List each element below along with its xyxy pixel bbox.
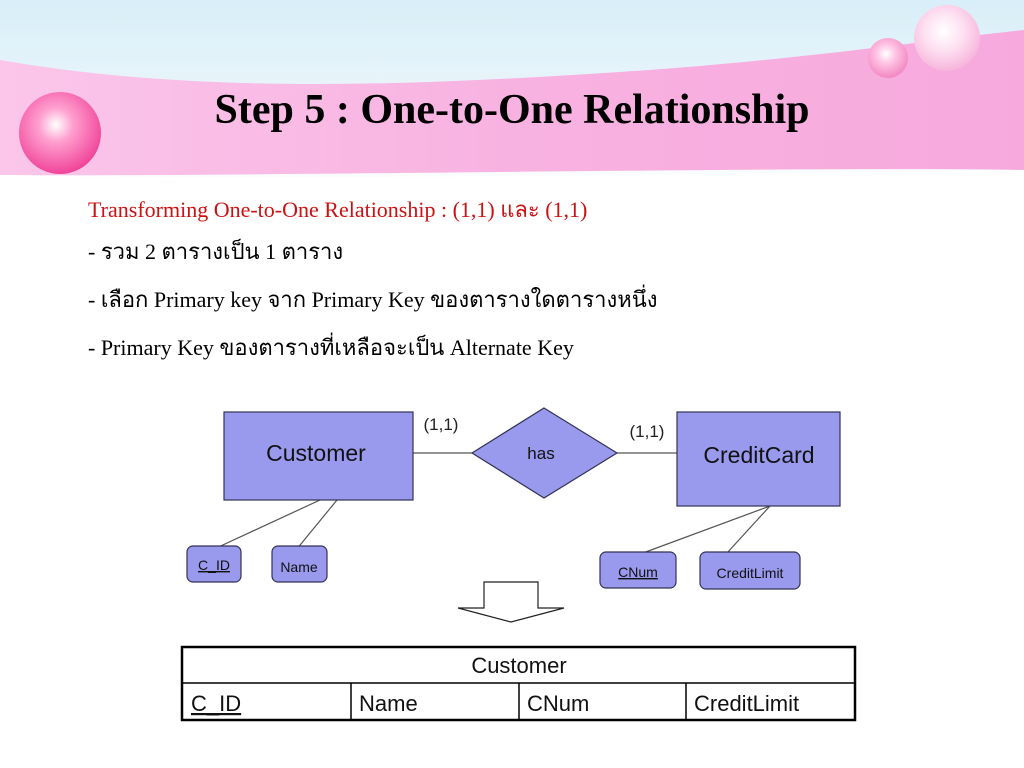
bubble-left <box>19 92 101 174</box>
result-column-name: Name <box>359 691 418 716</box>
header-background <box>0 0 1024 200</box>
bullet-choose-primary-key: - เลือก Primary key จาก Primary Key ของต… <box>88 287 658 312</box>
down-arrow-icon <box>457 581 565 623</box>
attribute-cnum <box>599 551 677 589</box>
attribute-c-id-label: C_ID <box>198 557 230 573</box>
cardinality-right: (1,1) <box>630 422 665 441</box>
slide-title: Step 5 : One-to-One Relationship <box>214 87 810 133</box>
bubble-pale <box>914 5 980 71</box>
attribute-name <box>271 545 328 583</box>
attribute-creditlimit-label: CreditLimit <box>717 565 784 581</box>
entity-customer <box>223 411 414 501</box>
relationship-has <box>470 407 619 499</box>
result-column-c-id: C_ID <box>191 691 241 716</box>
attribute-cnum-label: CNum <box>618 564 658 580</box>
relationship-has-label: has <box>527 444 554 463</box>
connector-customer-cid <box>211 499 321 551</box>
result-table-name: Customer <box>471 653 566 678</box>
result-column-cnum: CNum <box>527 691 589 716</box>
entity-creditcard-label: CreditCard <box>703 442 814 468</box>
cardinality-left: (1,1) <box>424 415 459 434</box>
subtitle: Transforming One-to-One Relationship : (… <box>88 197 588 222</box>
attribute-c-id <box>186 545 242 583</box>
attribute-name-label: Name <box>280 559 318 575</box>
bubble-small <box>868 38 908 78</box>
connector-creditcard-limit <box>726 505 771 554</box>
connector-customer-name <box>295 499 338 551</box>
entity-creditcard <box>676 411 841 507</box>
connector-creditcard-cnum <box>642 505 771 554</box>
er-diagram: Customer has CreditCard (1,1) (1,1) C_ID… <box>180 407 857 722</box>
text-block: Transforming One-to-One Relationship : (… <box>88 192 988 372</box>
bullet-alternate-key: - Primary Key ของตารางที่เหลือจะเป็น Alt… <box>88 335 574 360</box>
result-column-creditlimit: CreditLimit <box>694 691 799 716</box>
bullet-merge-tables: - รวม 2 ตารางเป็น 1 ตาราง <box>88 239 344 264</box>
entity-customer-label: Customer <box>266 440 366 466</box>
attribute-creditlimit <box>699 551 801 590</box>
